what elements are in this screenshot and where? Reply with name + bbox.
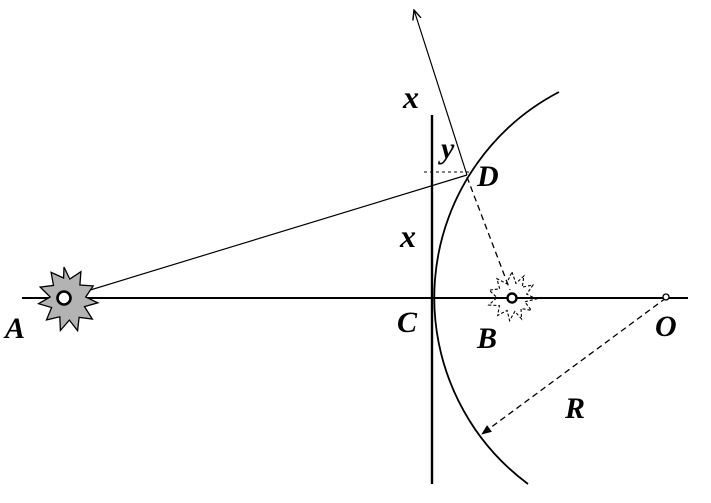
label-a: A <box>3 312 25 345</box>
label-x-axis: x <box>402 79 419 115</box>
incident-ray <box>63 174 468 299</box>
radius-line <box>481 297 667 435</box>
reflected-ray <box>414 10 468 176</box>
center-point-o <box>662 293 670 301</box>
label-d: D <box>476 160 499 193</box>
dashed-image-ray <box>466 176 511 291</box>
label-r: R <box>564 392 585 425</box>
spherical-mirror-arc <box>433 91 560 485</box>
starburst-source-icon <box>36 266 100 333</box>
label-y-angle: y <box>438 132 455 165</box>
label-b: B <box>476 322 497 355</box>
dashed-starburst-image-icon <box>487 270 538 323</box>
label-c: C <box>397 306 418 339</box>
label-o: O <box>655 310 677 343</box>
label-x-distance: x <box>399 218 416 254</box>
